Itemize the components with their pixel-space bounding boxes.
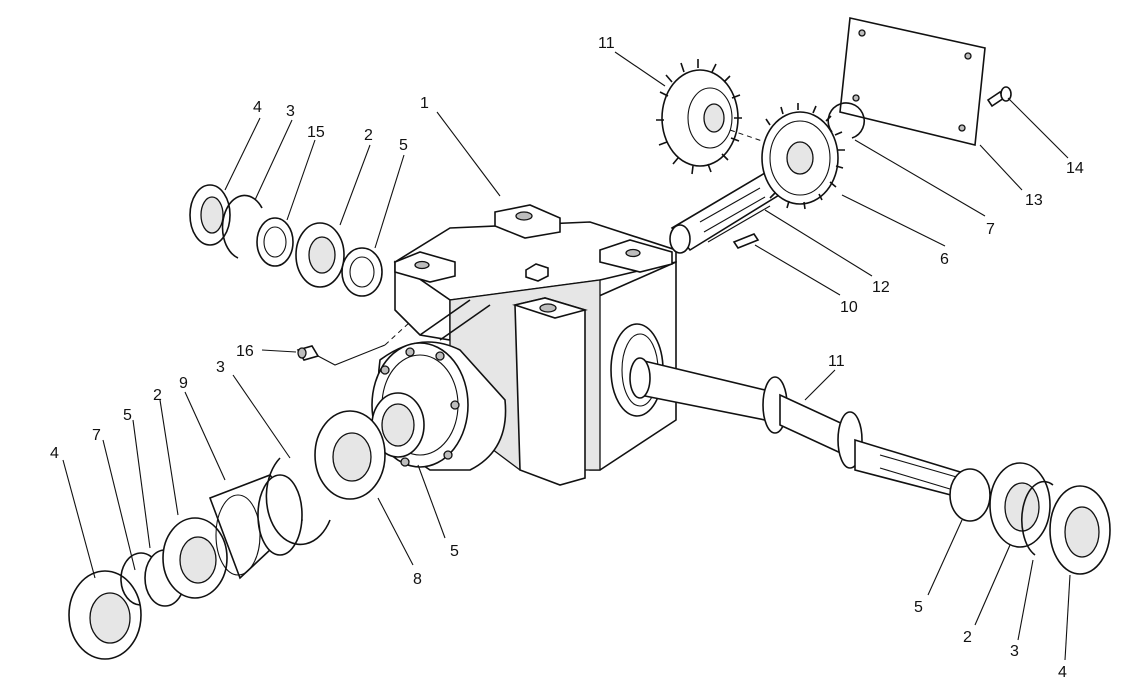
callouts: 1 11 4 3 15 2 5 16 3 9 2 5 7 4 5 8 11 6 …: [50, 35, 1084, 680]
circlip-upper: [827, 102, 865, 139]
spur-gear: [761, 103, 845, 210]
bevel-gear: [656, 59, 766, 175]
callout-12: 12: [872, 279, 890, 296]
lower-right-bearing-stack: [949, 462, 1111, 575]
callout-3-lower-left: 3: [216, 359, 225, 376]
callout-14: 14: [1066, 160, 1084, 177]
callout-15: 15: [307, 124, 325, 141]
callout-10: 10: [840, 299, 858, 316]
leader-lines: [62, 51, 1071, 661]
callout-11-top: 11: [598, 35, 615, 52]
callout-7-upper: 7: [986, 221, 995, 238]
breather-plug: [296, 321, 411, 366]
callout-3-upper: 3: [286, 103, 295, 120]
lower-left-bearing-stack: [68, 410, 386, 660]
callout-1: 1: [420, 95, 429, 112]
callout-4-lower-left: 4: [50, 445, 59, 462]
callout-2-lower-left: 2: [153, 387, 162, 404]
callout-13: 13: [1025, 192, 1043, 209]
callout-6: 6: [940, 251, 949, 268]
callout-5-upper: 5: [399, 137, 408, 154]
callout-5-lower-left: 5: [123, 407, 132, 424]
callout-4-upper: 4: [253, 99, 262, 116]
callout-7-lower-left: 7: [92, 427, 101, 444]
pinion-shaft: [669, 168, 786, 254]
callout-16: 16: [236, 343, 254, 360]
callout-5-lower-right: 5: [914, 599, 923, 616]
callout-8: 8: [413, 571, 422, 588]
key: [732, 233, 760, 249]
upper-left-bearing-stack: [189, 184, 383, 297]
input-flange: [371, 341, 507, 471]
callout-5-flange: 5: [450, 543, 459, 560]
callout-9: 9: [179, 375, 188, 392]
callout-2-lower-right: 2: [963, 629, 972, 646]
callout-4-lower-right: 4: [1058, 664, 1067, 680]
callout-3-lower-right: 3: [1010, 643, 1019, 660]
cover-plate: [839, 17, 986, 146]
cover-screw: [986, 86, 1012, 108]
callout-11-shaft: 11: [828, 353, 845, 370]
callout-2-upper: 2: [364, 127, 373, 144]
main-shaft: [629, 357, 971, 502]
